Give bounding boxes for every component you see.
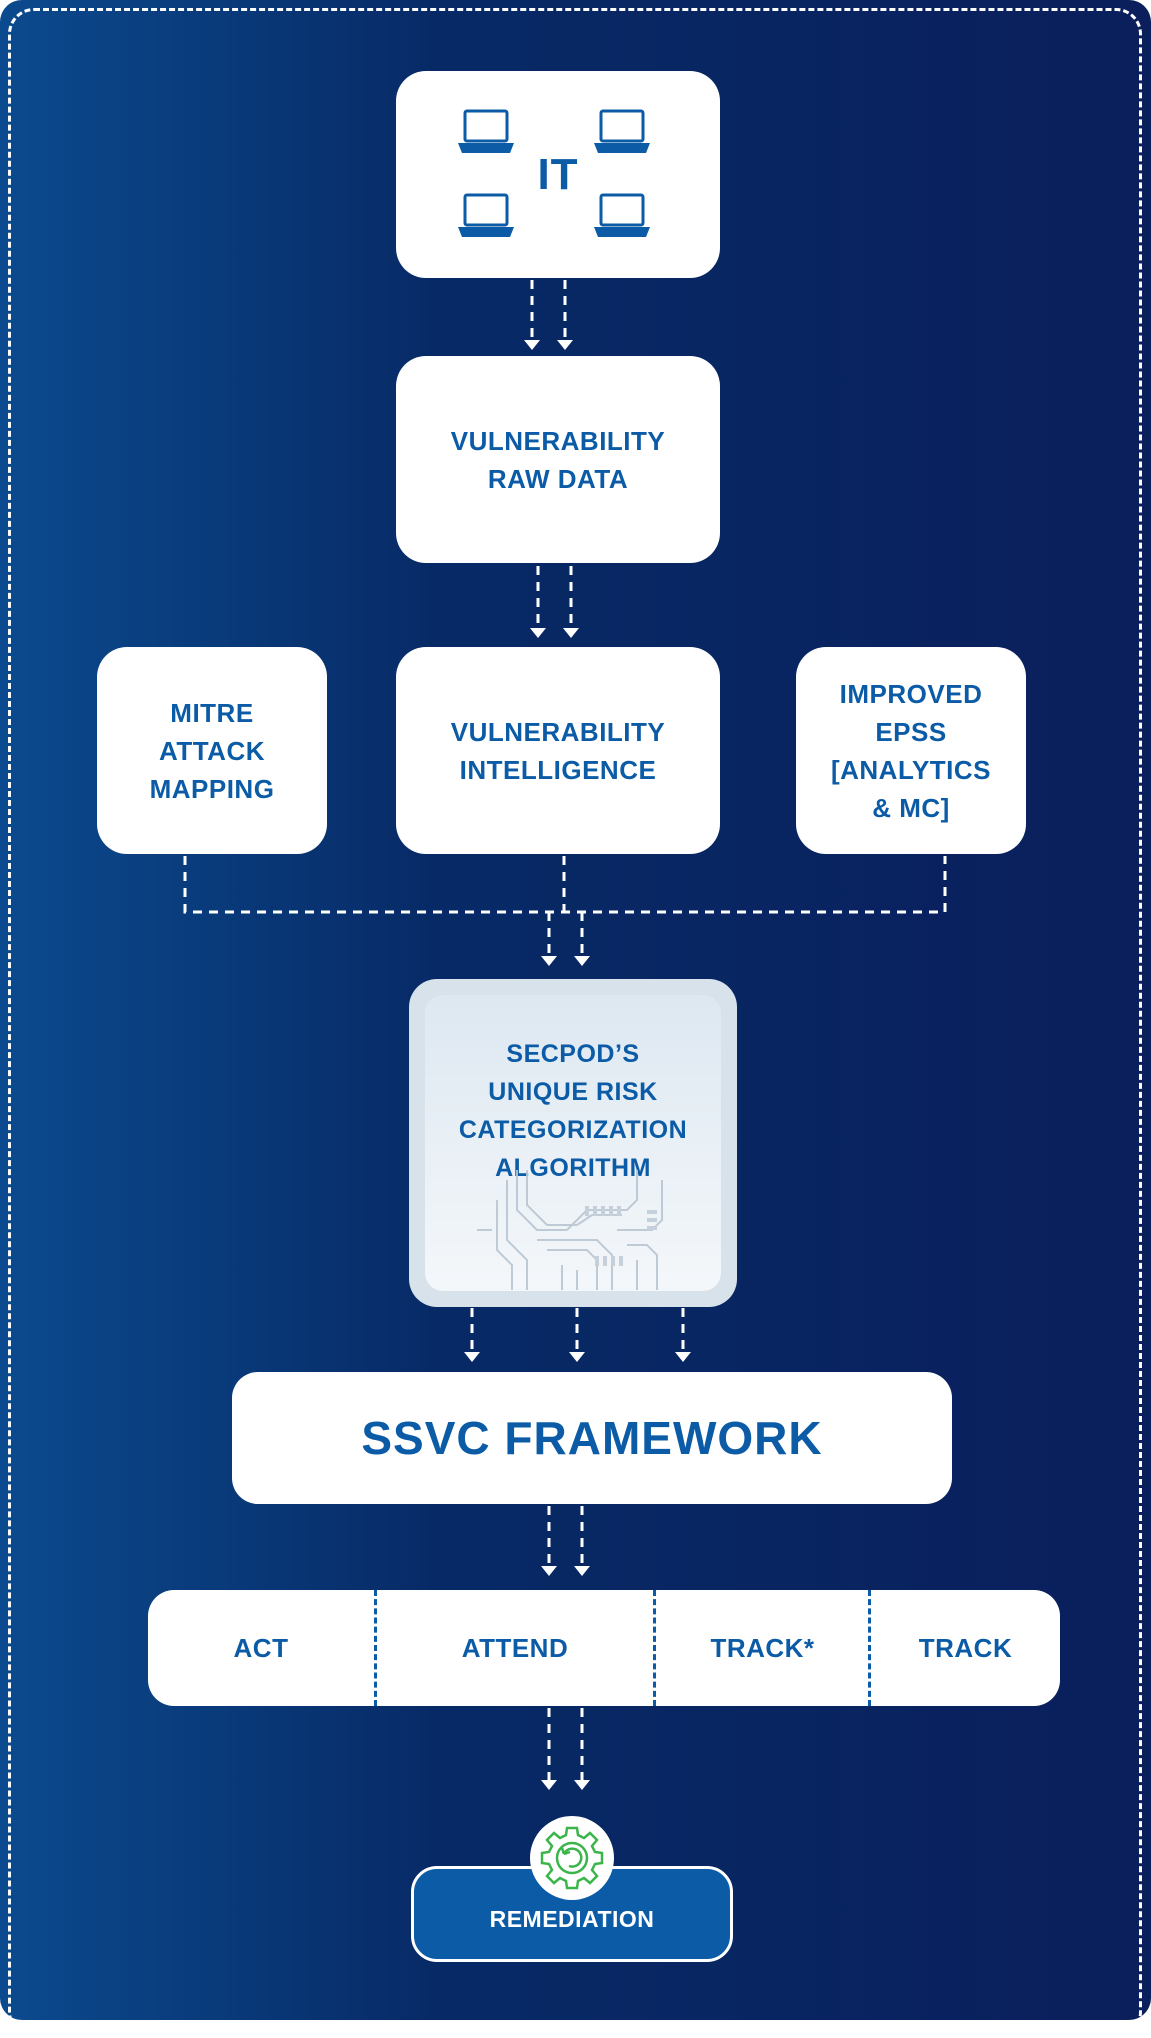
arrowhead — [557, 340, 573, 350]
category-attend: ATTEND — [461, 1632, 569, 1663]
it-title: IT — [537, 149, 579, 199]
ssvc-framework-node: SSVC FRAMEWORK — [232, 1372, 952, 1504]
intelligence-label: VULNERABILITY INTELLIGENCE — [450, 716, 666, 785]
category-divider — [374, 1590, 377, 1706]
it-node: IT — [396, 71, 720, 278]
arrowhead — [574, 1780, 590, 1790]
arrowhead — [563, 628, 579, 638]
laptop-icon — [594, 109, 650, 153]
remediation-label: REMEDIATION — [489, 1905, 655, 1932]
intelligence-node: VULNERABILITY INTELLIGENCE — [396, 647, 720, 854]
category-divider — [868, 1590, 871, 1706]
arrowhead — [541, 1566, 557, 1576]
algorithm-label: SECPOD’S UNIQUE RISK CATEGORIZATION ALGO… — [458, 1040, 688, 1182]
category-track-star: TRACK* — [710, 1632, 815, 1663]
mitre-node: MITRE ATTACK MAPPING — [97, 647, 327, 854]
algorithm-panel: SECPOD’S UNIQUE RISK CATEGORIZATION ALGO… — [425, 995, 721, 1291]
epss-label: IMPROVED EPSS [ANALYTICS & MC] — [830, 678, 992, 823]
arrowhead — [530, 628, 546, 638]
laptop-icon — [594, 193, 650, 237]
laptop-icon — [458, 109, 514, 153]
mitre-label: MITRE ATTACK MAPPING — [149, 697, 275, 804]
category-bar: ACT ATTEND TRACK* TRACK — [148, 1590, 1060, 1706]
algorithm-node: SECPOD’S UNIQUE RISK CATEGORIZATION ALGO… — [409, 979, 737, 1307]
arrowhead — [569, 1352, 585, 1362]
gear-badge — [530, 1816, 614, 1900]
laptop-icon — [458, 193, 514, 237]
arrowhead — [574, 956, 590, 966]
raw-data-node: VULNERABILITY RAW DATA — [396, 356, 720, 563]
circuit-board-icon — [477, 1170, 663, 1290]
category-act: ACT — [233, 1632, 289, 1663]
arrowhead — [541, 1780, 557, 1790]
category-divider — [653, 1590, 656, 1706]
epss-node: IMPROVED EPSS [ANALYTICS & MC] — [796, 647, 1026, 854]
raw-data-label: VULNERABILITY RAW DATA — [450, 425, 666, 494]
arrowhead — [574, 1566, 590, 1576]
gear-refresh-icon — [540, 1826, 604, 1890]
arrowhead — [524, 340, 540, 350]
category-track: TRACK — [918, 1632, 1013, 1663]
ssvc-title: SSVC FRAMEWORK — [361, 1412, 823, 1464]
arrowhead — [675, 1352, 691, 1362]
arrowhead — [464, 1352, 480, 1362]
arrowhead — [541, 956, 557, 966]
